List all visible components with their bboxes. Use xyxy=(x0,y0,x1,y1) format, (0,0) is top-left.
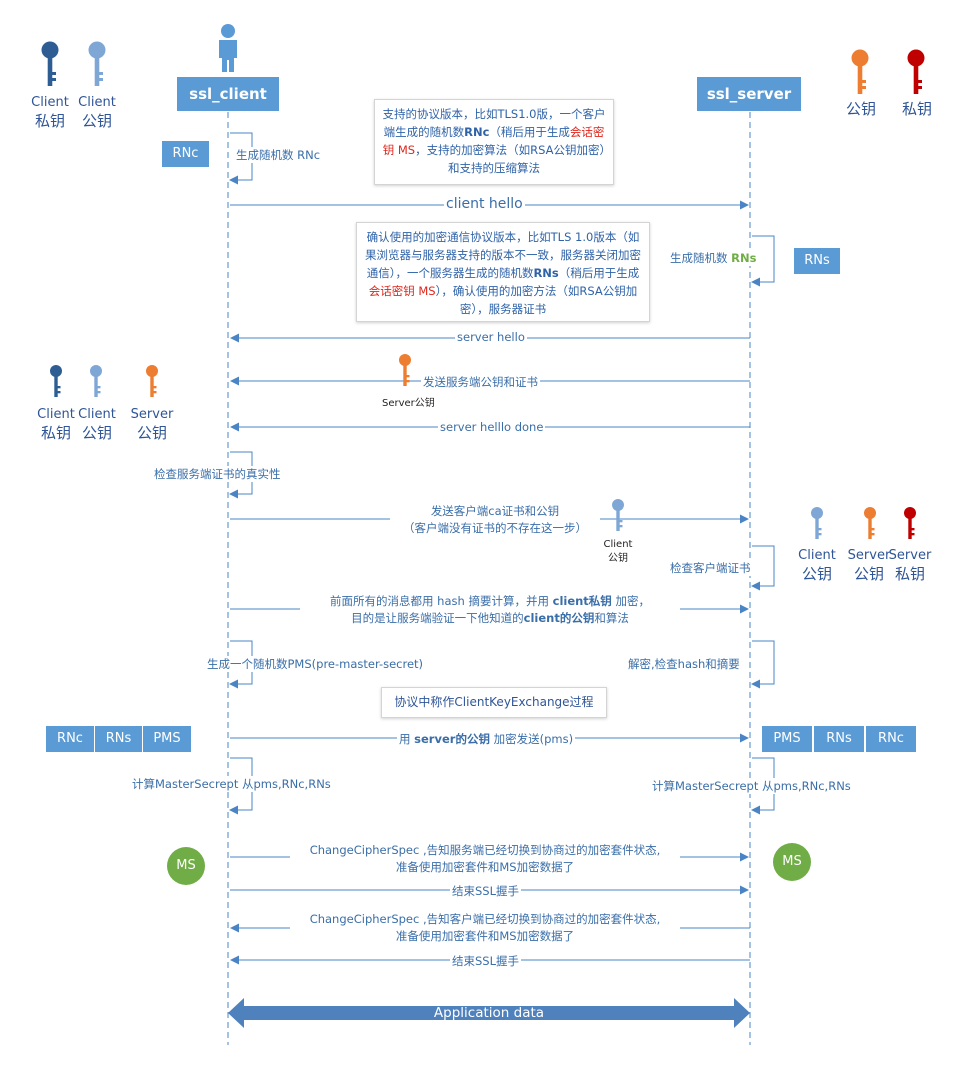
app-data-arrow xyxy=(228,998,750,1028)
gen-rnc-label: 生成随机数 RNc xyxy=(234,147,323,163)
send-server-cert-label: 发送服务端公钥和证书 xyxy=(421,374,540,390)
encrypt-pms-label: 用 server的公钥 加密发送(pms) xyxy=(397,731,576,747)
server-public-key-right-icon xyxy=(864,507,876,539)
rnc-box-left: RNc xyxy=(46,726,94,752)
client-private-key-icon xyxy=(41,41,59,86)
rns-box-top: RNs xyxy=(794,248,840,274)
ms-client-badge: MS xyxy=(167,847,205,885)
client-private-key-mid-icon xyxy=(50,365,62,397)
server-private-key-label: 私钥 xyxy=(901,100,932,118)
pms-box-right: PMS xyxy=(762,726,812,752)
rnc-box-right: RNc xyxy=(866,726,916,752)
rns-box-right: RNs xyxy=(814,726,864,752)
server-actor: ssl_server xyxy=(697,77,801,111)
gen-pms-label: 生成一个随机数PMS(pre-master-secret) xyxy=(205,656,426,672)
rnc-box: RNc xyxy=(162,141,209,167)
self-arrow-check-client xyxy=(751,545,775,591)
check-client-cert-label: 检查客户端证书 xyxy=(668,560,753,576)
client-key-mid-icon xyxy=(612,499,624,531)
end-ssl-2-label: 结束SSL握手 xyxy=(450,953,522,969)
rns-box-left: RNs xyxy=(95,726,142,752)
calc-ms-server-label: 计算MasterSecrept 从pms,RNc,RNs xyxy=(650,778,853,794)
check-server-cert-label: 检查服务端证书的真实性 xyxy=(152,466,283,482)
client-public-key-icon xyxy=(88,41,106,86)
send-client-cert-label: 发送客户端ca证书和公钥（客户端没有证书的不存在这一步） xyxy=(390,503,600,537)
app-data-label: Application data xyxy=(433,1005,545,1021)
hash-message-label: 前面所有的消息都用 hash 摘要计算，并用 client私钥 加密， 目的是让… xyxy=(300,593,680,627)
self-arrow-rns xyxy=(751,235,775,287)
client-public-key-right-icon xyxy=(811,507,823,539)
server-public-key-label: 公钥 xyxy=(845,100,876,118)
client-hello-note: 支持的协议版本，比如TLS1.0版，一个客户端生成的随机数RNc（稍后用于生成会… xyxy=(374,99,614,185)
decrypt-label: 解密,检查hash和摘要 xyxy=(626,656,742,672)
person-icon xyxy=(219,24,237,72)
server-key-mid-label: Server公钥 xyxy=(380,394,437,409)
pms-box-left: PMS xyxy=(143,726,191,752)
ms-server-badge: MS xyxy=(773,843,811,881)
server-hello-done-label: server helllo done xyxy=(438,420,546,434)
ccs-server-label: ChangeCipherSpec ,告知客户端已经切换到协商过的加密套件状态,准… xyxy=(290,911,680,945)
server-hello-note: 确认使用的加密通信协议版本，比如TLS 1.0版本（如果浏览器与服务器支持的版本… xyxy=(356,222,650,322)
server-public-key-icon xyxy=(851,49,869,94)
gen-rns-label: 生成随机数 RNs xyxy=(668,250,759,266)
self-arrow-decrypt xyxy=(751,640,775,689)
client-key-exchange-note: 协议中称作ClientKeyExchange过程 xyxy=(381,687,607,718)
server-public-key-mid-icon xyxy=(146,365,158,397)
server-private-key-icon xyxy=(907,49,925,94)
server-private-key-right-icon xyxy=(904,507,916,539)
end-ssl-1-label: 结束SSL握手 xyxy=(450,883,522,899)
client-actor: ssl_client xyxy=(177,77,279,111)
ccs-client-label: ChangeCipherSpec ,告知服务端已经切换到协商过的加密套件状态,准… xyxy=(290,842,680,876)
server-hello-label: server hello xyxy=(455,330,527,344)
client-public-key-mid-icon xyxy=(90,365,102,397)
calc-ms-client-label: 计算MasterSecrept 从pms,RNc,RNs xyxy=(130,776,333,792)
client-hello-label: client hello xyxy=(444,196,525,212)
